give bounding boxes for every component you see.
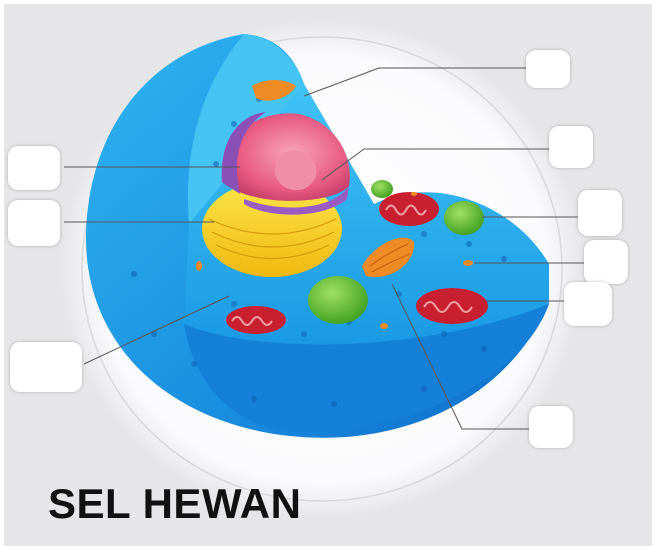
label-cytoplasm[interactable]: [10, 342, 82, 392]
label-nucleus[interactable]: [8, 146, 60, 190]
vacuole-right: [444, 201, 484, 235]
label-ribosome[interactable]: [584, 240, 628, 284]
label-endoplasmic-reticulum[interactable]: [8, 200, 60, 246]
diagram-title: SEL HEWAN: [48, 480, 301, 528]
mitochondria-right: [416, 288, 488, 324]
diagram-panel: SEL HEWAN: [4, 4, 652, 546]
label-mitochondria[interactable]: [564, 282, 612, 326]
vacuole-small: [371, 180, 393, 198]
label-cell-membrane[interactable]: [526, 50, 570, 88]
label-vacuole[interactable]: [578, 190, 622, 236]
vacuole-large: [308, 276, 368, 324]
mitochondria-left: [226, 306, 286, 334]
label-nucleolus[interactable]: [549, 126, 593, 168]
label-golgi[interactable]: [529, 406, 573, 448]
mitochondria-top: [379, 192, 439, 226]
